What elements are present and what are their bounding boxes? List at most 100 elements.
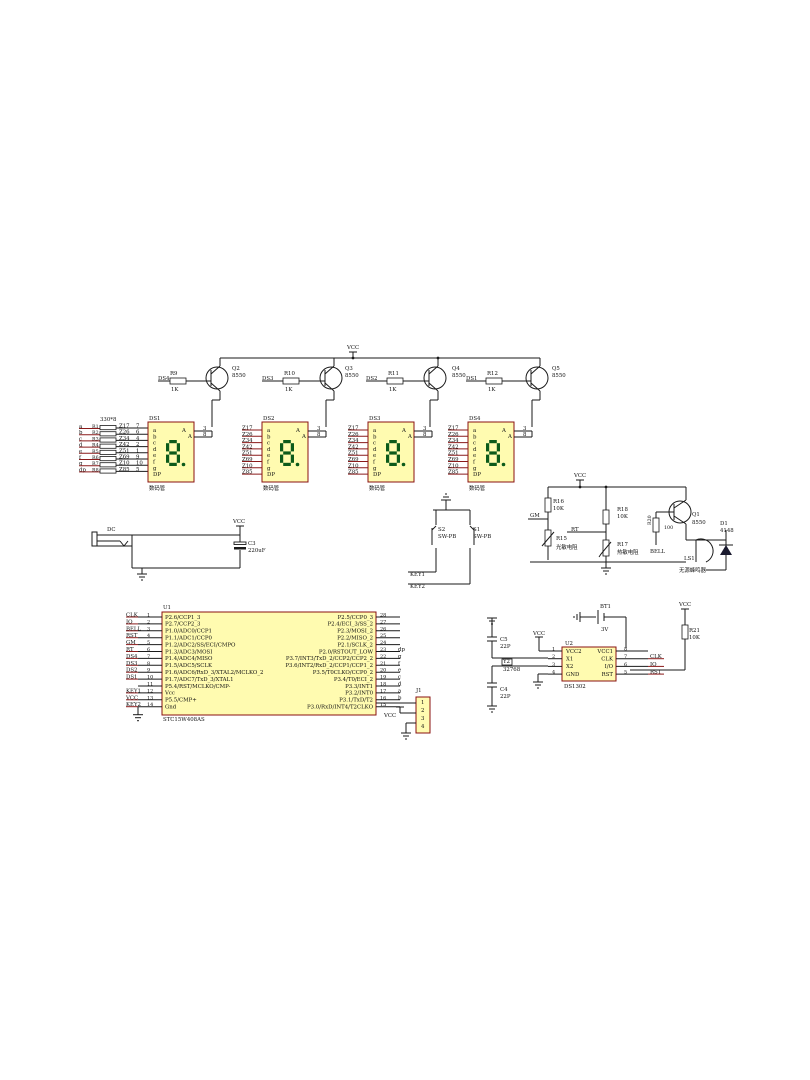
battery-ref: BT1	[600, 604, 611, 610]
rn-pin-number: 5	[136, 467, 140, 473]
tube-pin-label: DP	[373, 472, 381, 478]
mcu-pin-name: P5.4/RST/MCLKO/CMP-	[165, 684, 230, 690]
net-rt: RT	[571, 527, 579, 533]
mcu-pin-name: P1.7/ADC7/TxD_3/XTAL1	[165, 677, 234, 683]
mcu-pin-number: 25	[380, 633, 386, 639]
s2-ref: S2	[438, 527, 445, 533]
segment-g	[489, 451, 497, 455]
mcu-pin-name: P1.2/ADC2/SS/ECI/CMPO	[165, 642, 236, 648]
push-buttons: S2 SW-PB S1 SW-PB KEY1 KEY2	[408, 493, 491, 590]
crystal-ref: Y2	[502, 659, 510, 665]
rtc-right-net: CLK	[650, 654, 663, 660]
mcu-pin-name: P2.2/MISO_2	[337, 636, 373, 642]
c3-value: 220uF	[248, 548, 266, 554]
rn-seg-net: Z69	[119, 455, 130, 461]
rtc-pin-number: 5	[624, 670, 627, 676]
tube-pin-label: c	[267, 441, 270, 447]
digit-driver-3: DS2 R11 1K Q4 8550	[366, 358, 466, 427]
mcu-pin-name: P3.1/TxD/T2	[339, 698, 373, 704]
segment-f	[386, 443, 390, 452]
ldr-r15	[544, 529, 552, 547]
r20	[652, 517, 660, 533]
tube-pin-label: b	[473, 434, 477, 440]
c5-ref: C5	[500, 637, 508, 643]
ls1-ref: LS1	[684, 556, 695, 562]
tube-common-label: A	[295, 428, 300, 434]
rn-pin-number: 9	[136, 455, 140, 461]
resistor-value: 1K	[488, 387, 496, 393]
net-key2: KEY2	[410, 584, 425, 590]
rn-seg-net: Z85	[119, 467, 130, 473]
transistor-ref: Q4	[452, 366, 460, 372]
tube-pin-label: c	[373, 441, 376, 447]
transistor-value: 8550	[552, 373, 566, 379]
rn-seg-net: Z17	[119, 424, 130, 430]
tube-ref: DS3	[369, 416, 381, 422]
segment-b	[290, 443, 294, 452]
q1-ref: Q1	[692, 512, 700, 518]
segment-e	[386, 454, 390, 463]
tube-common-pin: 8	[523, 432, 527, 438]
rtc-right-net: IO	[650, 662, 657, 668]
resistor-ref: R9	[170, 371, 178, 377]
j1-body	[415, 696, 431, 734]
pnp-transistor	[205, 366, 229, 390]
mcu-left-net: RT	[126, 647, 134, 653]
mcu-right-net: d	[398, 682, 402, 688]
tube-common-pin: 3	[423, 426, 427, 432]
tube-pin-label: d	[267, 447, 271, 453]
tube-seg-net: Z42	[348, 444, 359, 450]
mcu-right-net: g	[398, 654, 402, 660]
tube-seg-net: Z51	[348, 451, 359, 457]
mcu-pin-number: 21	[380, 661, 386, 667]
crystal-y2	[501, 658, 513, 666]
c4-ref: C4	[500, 687, 508, 693]
rn-ref: R1	[92, 424, 99, 430]
tube-common-pin: 3	[317, 426, 321, 432]
tube-common-label: A	[507, 434, 512, 440]
rtc-body	[561, 646, 617, 682]
tube-pin-label: g	[153, 466, 157, 472]
rn-input-label: c	[79, 436, 82, 442]
rn-ref: R8	[92, 467, 99, 473]
mcu-left-net: GM	[126, 640, 136, 646]
transistor-ref: Q3	[345, 366, 353, 372]
mcu-left-net: CLK	[126, 613, 139, 619]
c5-value: 22P	[500, 644, 511, 650]
tube-seg-net: Z17	[242, 426, 253, 432]
mcu-pin-name: P2.5/CCP0_3	[338, 615, 374, 621]
rtc-pin-name: VCC1	[596, 649, 613, 655]
rtc-pin-name: I/O	[605, 664, 614, 670]
tube-pin-label: f	[473, 460, 476, 466]
mcu-right-net: f	[398, 661, 401, 667]
segment-d	[283, 462, 291, 466]
transistor-value: 8550	[232, 373, 246, 379]
rtc-pin-name: X2	[566, 664, 573, 670]
rn-input-label: d	[79, 443, 83, 449]
tube-part-name: 数码管	[469, 484, 486, 492]
mcu-ref: U1	[163, 605, 171, 611]
tube-seg-net: Z42	[242, 444, 253, 450]
j1-pin-number: 3	[421, 716, 425, 722]
rn-ref: R6	[92, 455, 99, 461]
j1-ref: J1	[415, 688, 422, 694]
resistor-value: 1K	[171, 387, 179, 393]
resistor	[386, 377, 404, 385]
tube-seg-net: Z69	[448, 457, 459, 463]
rn-resistor	[99, 456, 117, 462]
mcu-pin-name: P1.0/ADC0/CCP1	[165, 629, 212, 635]
resistor	[169, 377, 187, 385]
vcc-label-top: VCC	[346, 345, 359, 351]
tube-pin-label: a	[473, 428, 477, 434]
tube-seg-net: Z85	[348, 470, 359, 476]
rn-input-label: b	[79, 430, 83, 436]
resistor-ref: R11	[388, 371, 399, 377]
resistor	[282, 377, 300, 385]
tube-seg-net: Z10	[348, 463, 359, 469]
r15-ref: R15	[556, 536, 567, 542]
seven-segment-tubes: DS1abcdefgDPAA数码管38DS2abcdefgDPAA数码管38Z1…	[147, 416, 533, 492]
mcu-pin-name: Vcc	[164, 691, 175, 697]
rtc-vcc-label-left: VCC	[532, 631, 545, 637]
